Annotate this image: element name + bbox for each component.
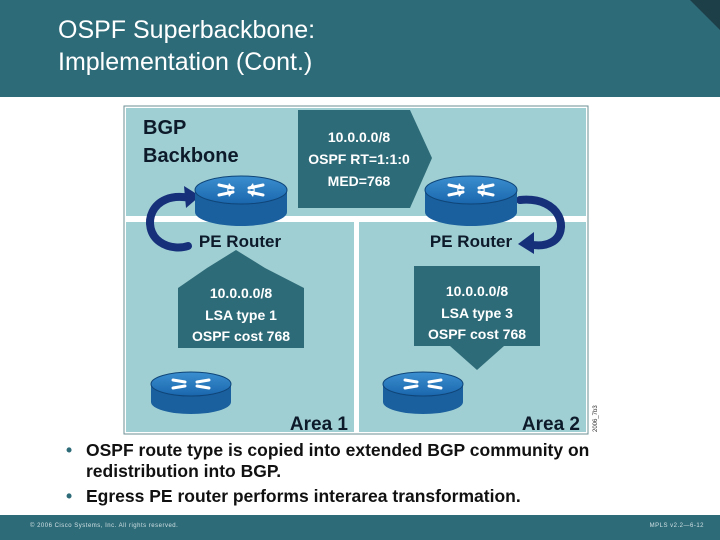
- bullet-text: Egress PE router performs interarea tran…: [86, 486, 521, 506]
- area1-callout-line3: OSPF cost 768: [192, 328, 290, 344]
- bgp-callout-line1: 10.0.0.0/8: [328, 129, 390, 145]
- bgp-callout-line2: OSPF RT=1:1:0: [308, 151, 410, 167]
- area2-callout-line1: 10.0.0.0/8: [446, 283, 508, 299]
- area2-lsa-callout: [414, 266, 540, 370]
- left-redistribution-arrow: [146, 192, 194, 252]
- slide-title: OSPF Superbackbone: Implementation (Cont…: [58, 14, 315, 78]
- backbone-label-line2: Backbone: [143, 145, 239, 167]
- area1-lsa-callout: [178, 250, 304, 348]
- bgp-callout-line3: MED=768: [328, 173, 391, 189]
- area1-callout-line1: 10.0.0.0/8: [210, 285, 272, 301]
- bullet-list: • OSPF route type is copied into extende…: [66, 440, 686, 511]
- footer-slide-number: MPLS v2.2—6-12: [649, 523, 704, 529]
- area1-callout-line2: LSA type 1: [205, 307, 277, 323]
- backbone-label-line1: BGP: [143, 117, 186, 139]
- area2-callout-line2: LSA type 3: [441, 305, 513, 321]
- bullet-item: • OSPF route type is copied into extende…: [66, 440, 686, 482]
- bullet-item: • Egress PE router performs interarea tr…: [66, 486, 686, 507]
- pe-router-right-icon: [424, 175, 518, 226]
- left-arrowhead: [184, 186, 200, 208]
- bullet-dot-icon: •: [66, 440, 73, 460]
- bullet-dot-icon: •: [66, 486, 73, 506]
- bullet-text: OSPF route type is copied into extended …: [86, 440, 590, 481]
- pe-router-right-label: PE Router: [430, 232, 513, 251]
- area2-router-icon: [382, 371, 464, 414]
- slide-title-line2: Implementation (Cont.): [58, 48, 313, 76]
- slide-header: OSPF Superbackbone: Implementation (Cont…: [0, 0, 720, 97]
- right-redistribution-arrow: [516, 195, 565, 250]
- slide-footer: © 2006 Cisco Systems, Inc. All rights re…: [0, 515, 720, 540]
- header-corner-decoration: [690, 0, 720, 30]
- area1-router-icon: [150, 371, 232, 414]
- area2-callout-line3: OSPF cost 768: [428, 326, 526, 342]
- pe-router-left-label: PE Router: [199, 232, 282, 251]
- pe-router-left-icon: [194, 175, 288, 226]
- slide-title-line1: OSPF Superbackbone:: [58, 16, 316, 44]
- area2-label: Area 2: [522, 414, 580, 435]
- footer-copyright: © 2006 Cisco Systems, Inc. All rights re…: [30, 523, 179, 529]
- figure-id: 2006_7b3: [593, 405, 599, 432]
- right-arrowhead: [518, 232, 534, 254]
- bgp-update-callout: [298, 110, 432, 208]
- area1-label: Area 1: [290, 414, 349, 435]
